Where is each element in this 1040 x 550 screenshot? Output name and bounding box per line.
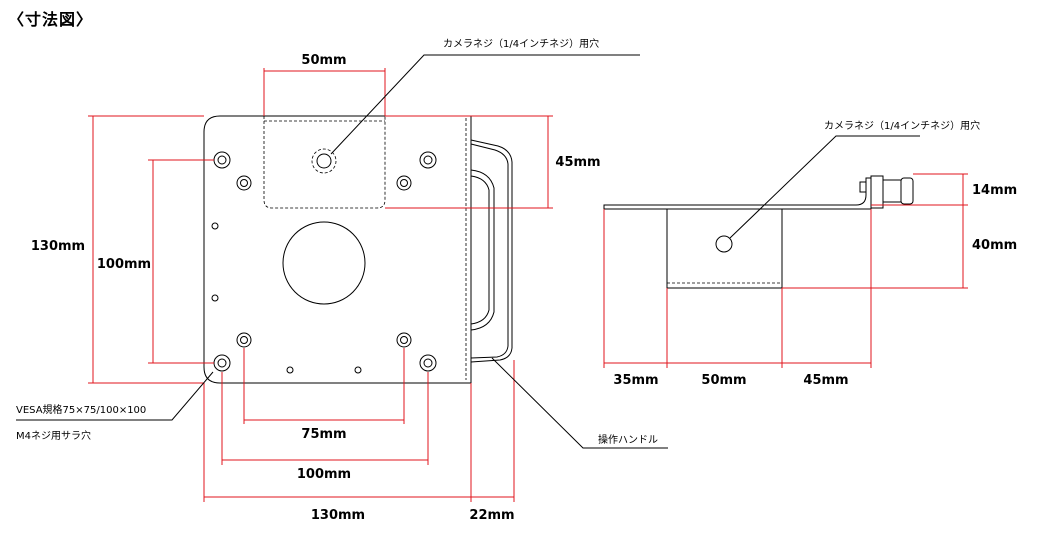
dim-hole-spacing-100: 100mm — [297, 467, 351, 482]
small-holes — [211, 222, 362, 374]
operation-handle — [470, 139, 513, 363]
label-vesa-line1: VESA規格75×75/100×100 — [16, 403, 146, 416]
dim-total-width: 130mm — [311, 508, 365, 523]
side-bracket — [666, 209, 783, 289]
top-bracket-outline — [263, 116, 386, 209]
label-handle: 操作ハンドル — [598, 433, 658, 446]
label-vesa-line2: M4ネジ用サラ穴 — [16, 429, 91, 442]
camera-screw-hole-inner — [316, 153, 332, 169]
front-view: 50mm 130mm 100mm 45mm 75mm 100mm 130mm 2… — [16, 37, 668, 523]
side-view: カメラネジ（1/4インチネジ）用穴 14mm 40mm 35mm 50mm 45… — [603, 119, 1017, 388]
vesa-100-holes — [213, 151, 437, 372]
label-camera-screw-side: カメラネジ（1/4インチネジ）用穴 — [824, 119, 980, 132]
dim-total-height: 130mm — [31, 239, 85, 254]
dim-handle-offset: 45mm — [555, 155, 600, 170]
dim-inner-height: 100mm — [97, 257, 151, 272]
dim-hole-spacing-75: 75mm — [301, 427, 346, 442]
vesa-75-holes — [236, 175, 412, 348]
side-screw-hole — [715, 235, 733, 253]
side-base-plate — [603, 177, 872, 210]
side-leader-line — [729, 135, 920, 239]
dim-handle-depth: 22mm — [469, 508, 514, 523]
side-dimension-lines — [603, 173, 968, 368]
dim-left-offset: 35mm — [613, 373, 658, 388]
side-camera-screw — [859, 175, 914, 209]
front-dimension-lines — [88, 68, 553, 502]
dim-screw-height: 14mm — [972, 183, 1017, 198]
dim-bracket-height: 40mm — [972, 238, 1017, 253]
dim-right-offset: 45mm — [803, 373, 848, 388]
front-plate-outline — [203, 115, 472, 384]
center-hole — [282, 221, 366, 305]
page-title: 〈寸法図〉 — [8, 10, 94, 29]
label-camera-screw-front: カメラネジ（1/4インチネジ）用穴 — [443, 37, 599, 50]
dim-top-width: 50mm — [301, 53, 346, 68]
front-leader-lines — [16, 54, 668, 449]
camera-screw-hole — [311, 148, 337, 174]
dim-bracket-width: 50mm — [701, 373, 746, 388]
